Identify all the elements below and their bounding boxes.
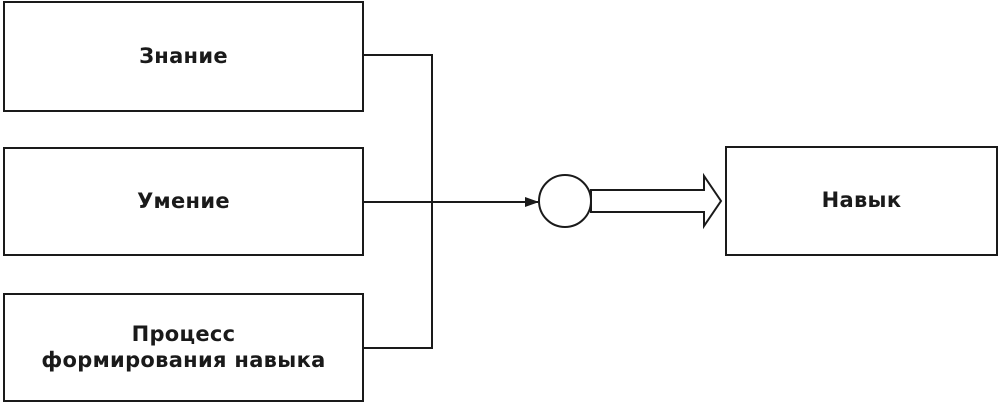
junction-circle <box>538 174 592 228</box>
knowledge-box: Знание <box>3 1 364 112</box>
process-box: Процесс формирования навыка <box>3 293 364 402</box>
knowledge-text: Знание <box>139 43 228 68</box>
process-label: Процесс формирования навыка <box>41 322 325 372</box>
knowledge-label: Знание <box>139 44 228 69</box>
ability-box: Умение <box>3 147 364 256</box>
skill-label: Навык <box>822 188 902 213</box>
process-text-line2: формирования навыка <box>41 347 326 372</box>
ability-label: Умение <box>137 189 230 214</box>
process-text-line1: Процесс <box>131 322 236 347</box>
output-block-arrow <box>590 172 723 230</box>
skill-box: Навык <box>725 146 998 256</box>
ability-text: Умение <box>137 188 230 213</box>
skill-text: Навык <box>821 188 902 213</box>
